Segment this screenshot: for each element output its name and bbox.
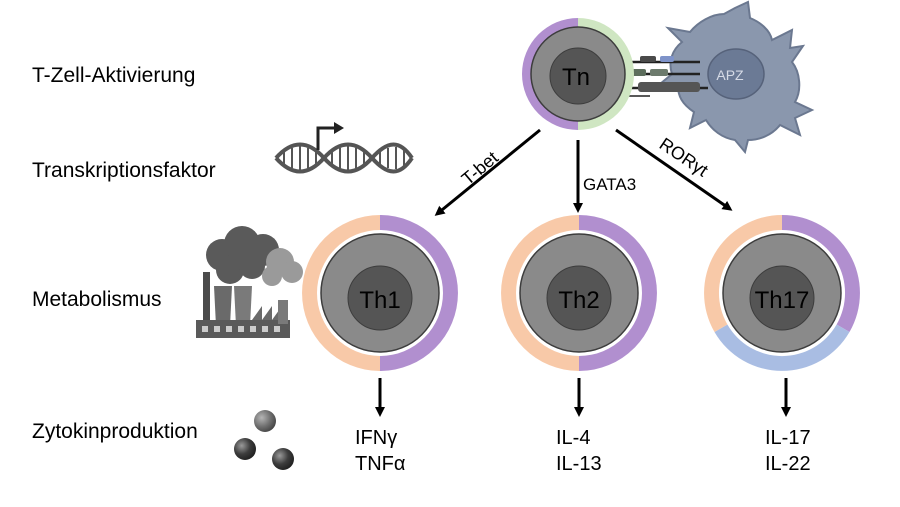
th1-cell: Th1 <box>302 215 458 371</box>
row-label-metabolism: Metabolismus <box>32 288 162 311</box>
transition-label-rorgt: RORγt <box>656 134 712 181</box>
th17-cell: Th17 <box>704 215 860 371</box>
cytokine-item: IL-17 <box>765 427 811 449</box>
factory-icon <box>196 226 303 338</box>
th17-label: Th17 <box>755 287 810 314</box>
row-label-activation: T-Zell-Aktivierung <box>32 64 196 87</box>
th1-label: Th1 <box>359 287 400 314</box>
th17-cytokines: IL-17 IL-22 <box>765 425 811 477</box>
apc-label: APZ <box>716 67 744 83</box>
cytokine-spheres-icon <box>234 410 294 470</box>
th2-cell: Th2 <box>501 215 657 371</box>
th2-cytokines: IL-4 IL-13 <box>556 425 602 477</box>
dna-helix-icon <box>274 122 414 174</box>
cytokine-item: IL-4 <box>556 427 591 449</box>
transition-label-gata3: GATA3 <box>583 175 636 194</box>
naive-cell-label: Tn <box>562 64 590 91</box>
th2-label: Th2 <box>558 287 599 314</box>
cytokine-item: IL-13 <box>556 453 602 475</box>
arrow-to-th1 <box>434 128 541 216</box>
naive-t-cell: Tn <box>522 18 634 130</box>
antigen-presenting-cell-icon <box>657 0 815 155</box>
arrow-to-th17 <box>615 128 733 211</box>
cytokine-item: TNFα <box>355 453 406 475</box>
th1-cytokines: IFNγ TNFα <box>355 425 405 477</box>
transition-label-tbet: T-bet <box>458 147 502 189</box>
cytokine-item: IL-22 <box>765 453 811 475</box>
row-label-cytokine-production: Zytokinproduktion <box>32 420 198 443</box>
row-label-transcription-factor: Transkriptionsfaktor <box>32 159 216 182</box>
cytokine-item: IFNγ <box>355 427 398 449</box>
